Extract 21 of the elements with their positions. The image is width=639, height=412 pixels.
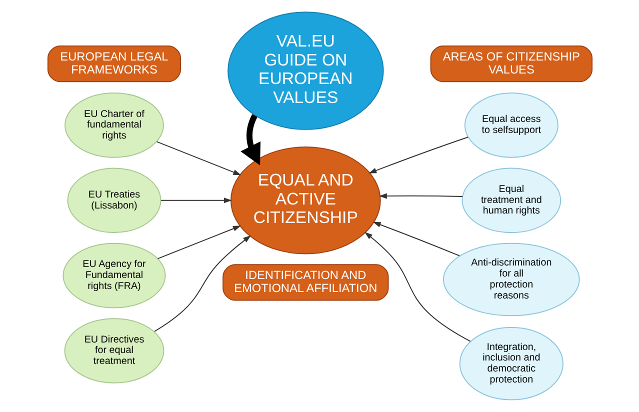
arrow bbox=[368, 136, 468, 174]
arrow bbox=[372, 222, 460, 256]
node-ellipse: Equal treatment and human rights bbox=[461, 168, 561, 234]
arrow bbox=[156, 226, 240, 260]
node-ellipse: Anti-discrimination for all protection reasons bbox=[442, 242, 580, 316]
arrow bbox=[154, 235, 251, 332]
arrow bbox=[364, 232, 470, 342]
node-ellipse: Integration, inclusion and democratic protection bbox=[458, 326, 563, 400]
node-box: EUROPEAN LEGAL FRAMEWORKS bbox=[46, 46, 180, 82]
node-box: IDENTIFICATION AND EMOTIONAL AFFILIATION bbox=[222, 264, 388, 301]
arrow bbox=[156, 141, 241, 176]
arrow bbox=[378, 193, 463, 199]
node-ellipse: VAL.EU GUIDE ON EUROPEAN VALUES bbox=[227, 12, 384, 130]
node-ellipse: EU Agency for Fundamental rights (FRA) bbox=[62, 242, 166, 308]
node-ellipse: EU Directives for equal treatment bbox=[64, 318, 164, 384]
node-ellipse: EU Treaties (Lissabon) bbox=[66, 168, 161, 234]
node-box: AREAS OF CITIZENSHIP VALUES bbox=[430, 46, 592, 82]
node-ellipse: Equal access to selfsupport bbox=[464, 92, 558, 158]
arrow bbox=[240, 114, 260, 166]
arrow bbox=[160, 198, 232, 204]
node-ellipse: EU Charter of fundamental rights bbox=[64, 92, 164, 158]
